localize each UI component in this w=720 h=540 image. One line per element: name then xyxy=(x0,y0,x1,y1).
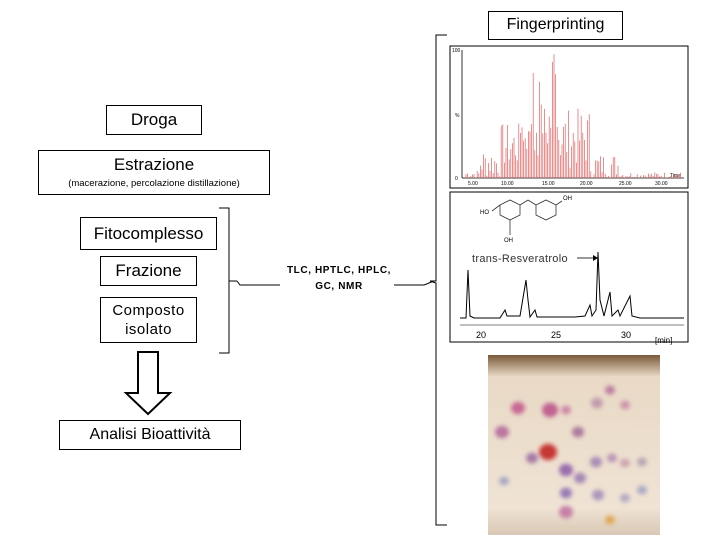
tlc-spots xyxy=(495,385,647,525)
mol-oh-bottom: OH xyxy=(504,238,513,244)
estrazione-box: Estrazione (macerazione, percolazione di… xyxy=(38,150,270,195)
frazione-box: Frazione xyxy=(100,256,197,286)
tlc-spot xyxy=(620,400,630,410)
estrazione-methods: (macerazione, percolazione distillazione… xyxy=(68,178,240,190)
gc-y-tick-100: 100 xyxy=(452,48,461,54)
tlc-spot xyxy=(620,493,630,503)
tlc-spot xyxy=(559,505,573,519)
mol-ho-left: HO xyxy=(480,210,489,216)
tlc-spot xyxy=(591,397,603,409)
annotation-arrowhead-icon xyxy=(593,255,598,261)
tlc-spot xyxy=(511,401,525,415)
group-bracket xyxy=(219,207,237,354)
gc-x-tick-25: 25.00 xyxy=(619,181,632,187)
gc-x-tick-10: 10.00 xyxy=(501,181,514,187)
tlc-spot xyxy=(605,385,615,395)
fingerprinting-text: Fingerprinting xyxy=(506,16,605,34)
composto-box: Composto isolato xyxy=(100,297,197,343)
hplc-x-tick-20: 20 xyxy=(476,330,486,340)
hplc-trace xyxy=(460,251,684,319)
down-arrow-icon xyxy=(123,351,173,416)
tlc-spot xyxy=(620,458,630,468)
tlc-spot xyxy=(637,485,647,495)
tlc-spot xyxy=(559,463,573,477)
droga-label: Droga xyxy=(130,110,178,130)
tlc-spot xyxy=(574,472,586,484)
tlc-spot xyxy=(572,426,584,438)
tlc-spot xyxy=(605,515,615,525)
gc-y-tick-0: 0 xyxy=(455,176,458,182)
tlc-spot xyxy=(607,453,617,463)
estrazione-label: Estrazione xyxy=(113,154,195,174)
hplc-x-tick-25: 25 xyxy=(551,330,561,340)
frazione-label: Frazione xyxy=(115,261,182,281)
fitocomplesso-box: Fitocomplesso xyxy=(80,217,217,250)
hplc-x-unit: [min] xyxy=(655,336,672,345)
tlc-spot xyxy=(495,425,509,439)
techniques-label: TLC, HPTLC, HPLC, GC, NMR xyxy=(286,262,392,295)
tlc-spot xyxy=(561,405,571,415)
tlc-spot xyxy=(592,489,604,501)
resveratrol-structure xyxy=(491,199,563,235)
gc-x-tick-15: 15.00 xyxy=(542,181,555,187)
hplc-chart: OH HO OH trans-Resveratrolo 20 25 30 [mi… xyxy=(449,191,689,345)
fingerprint-bracket xyxy=(429,34,447,526)
techniques-connector xyxy=(236,280,280,286)
techniques-text: TLC, HPTLC, HPLC, GC, NMR xyxy=(286,264,392,292)
gc-y-tick-percent: % xyxy=(455,113,460,119)
tlc-spot xyxy=(560,487,572,499)
hplc-annotation: trans-Resveratrolo xyxy=(472,253,568,265)
tlc-spot xyxy=(526,452,538,464)
fingerprinting-label: Fingerprinting xyxy=(488,11,623,40)
droga-box: Droga xyxy=(106,105,202,135)
tlc-spot xyxy=(637,457,647,467)
gc-x-tick-20: 20.00 xyxy=(580,181,593,187)
gc-chart: 100 % 0 5.00 10.00 15.00 20.00 25.00 30.… xyxy=(449,45,689,189)
fitocomplesso-label: Fitocomplesso xyxy=(93,223,204,243)
gc-x-tick-5: 5.00 xyxy=(468,181,478,187)
hplc-x-tick-30: 30 xyxy=(621,330,631,340)
tlc-spot xyxy=(590,456,602,468)
right-connector xyxy=(394,280,435,286)
mol-oh-top: OH xyxy=(563,196,572,202)
gc-peaks xyxy=(465,54,681,178)
gc-x-tick-30: 30.00 xyxy=(655,181,668,187)
composto-label: Composto isolato xyxy=(112,301,185,339)
tlc-plate xyxy=(488,355,660,535)
tlc-spot xyxy=(542,402,558,418)
analisi-box: Analisi Bioattività xyxy=(59,420,241,450)
analisi-label: Analisi Bioattività xyxy=(89,425,211,443)
tlc-spot xyxy=(499,476,509,486)
tlc-spot xyxy=(539,443,557,461)
